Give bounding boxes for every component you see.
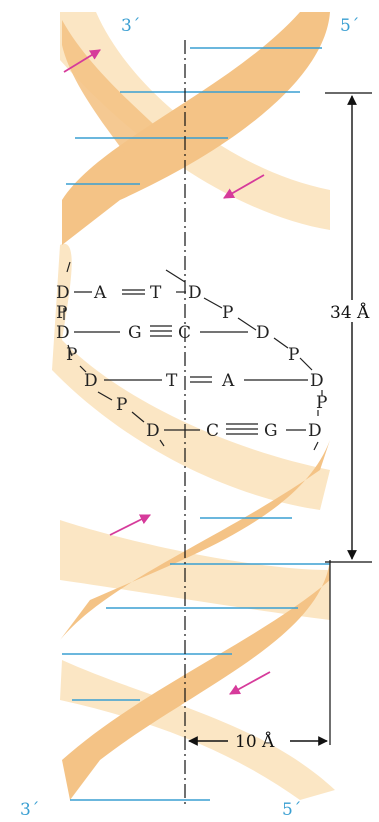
- base-pair-ladder: D A T D P P D G C D P P D T A D P P D C …: [56, 261, 327, 451]
- phosphate-label: P: [222, 303, 233, 323]
- base-label: T: [150, 283, 162, 303]
- width-label: 10 Å: [235, 731, 275, 752]
- front-strand: [60, 12, 330, 800]
- direction-arrow: [229, 671, 271, 695]
- phosphate-label: P: [66, 345, 77, 365]
- label-bottom-right-end: 5´: [282, 800, 301, 820]
- direction-arrow: [223, 174, 265, 199]
- phosphate-label: P: [56, 303, 67, 323]
- label-top-right-end: 5´: [340, 16, 359, 36]
- deoxyribose-label: D: [56, 323, 70, 343]
- label-bottom-left-end: 3´: [20, 800, 39, 820]
- back-strand-segment-3: [60, 520, 330, 620]
- base-pair-row: D G C D: [56, 323, 270, 343]
- base-pair-row: D A T D: [56, 283, 202, 303]
- base-pair-row: D C G D: [146, 421, 322, 441]
- deoxyribose-label: D: [308, 421, 322, 441]
- base-label: A: [93, 283, 107, 303]
- phosphate-label: P: [116, 395, 127, 415]
- base-label: T: [166, 371, 178, 391]
- ladder-bonds: [63, 261, 323, 451]
- pitch-label: 34 Å: [330, 302, 370, 323]
- deoxyribose-label: D: [310, 371, 324, 391]
- base-label: G: [264, 421, 278, 441]
- rungs: [62, 47, 330, 801]
- deoxyribose-label: D: [56, 283, 70, 303]
- deoxyribose-label: D: [146, 421, 160, 441]
- base-label: A: [221, 371, 235, 391]
- phosphate-label: P: [316, 393, 327, 413]
- deoxyribose-label: D: [256, 323, 270, 343]
- front-strand-segment-1: [62, 12, 330, 245]
- deoxyribose-label: D: [84, 371, 98, 391]
- back-strand-segment-4: [60, 660, 335, 800]
- direction-arrow: [109, 514, 151, 536]
- width-dimension: 10 Å: [188, 560, 331, 752]
- pitch-dimension: 34 Å: [325, 92, 372, 563]
- base-label: C: [206, 421, 219, 441]
- direction-arrows: [63, 49, 271, 695]
- front-strand-segment-4: [62, 560, 330, 800]
- deoxyribose-label: D: [188, 283, 202, 303]
- label-top-left-end: 3´: [121, 16, 140, 36]
- front-strand-segment-5: [62, 20, 170, 160]
- base-label: C: [178, 323, 191, 343]
- phosphate-label: P: [288, 345, 299, 365]
- direction-arrow: [63, 49, 101, 73]
- base-pair-row: D T A D: [84, 371, 324, 391]
- base-label: G: [128, 323, 142, 343]
